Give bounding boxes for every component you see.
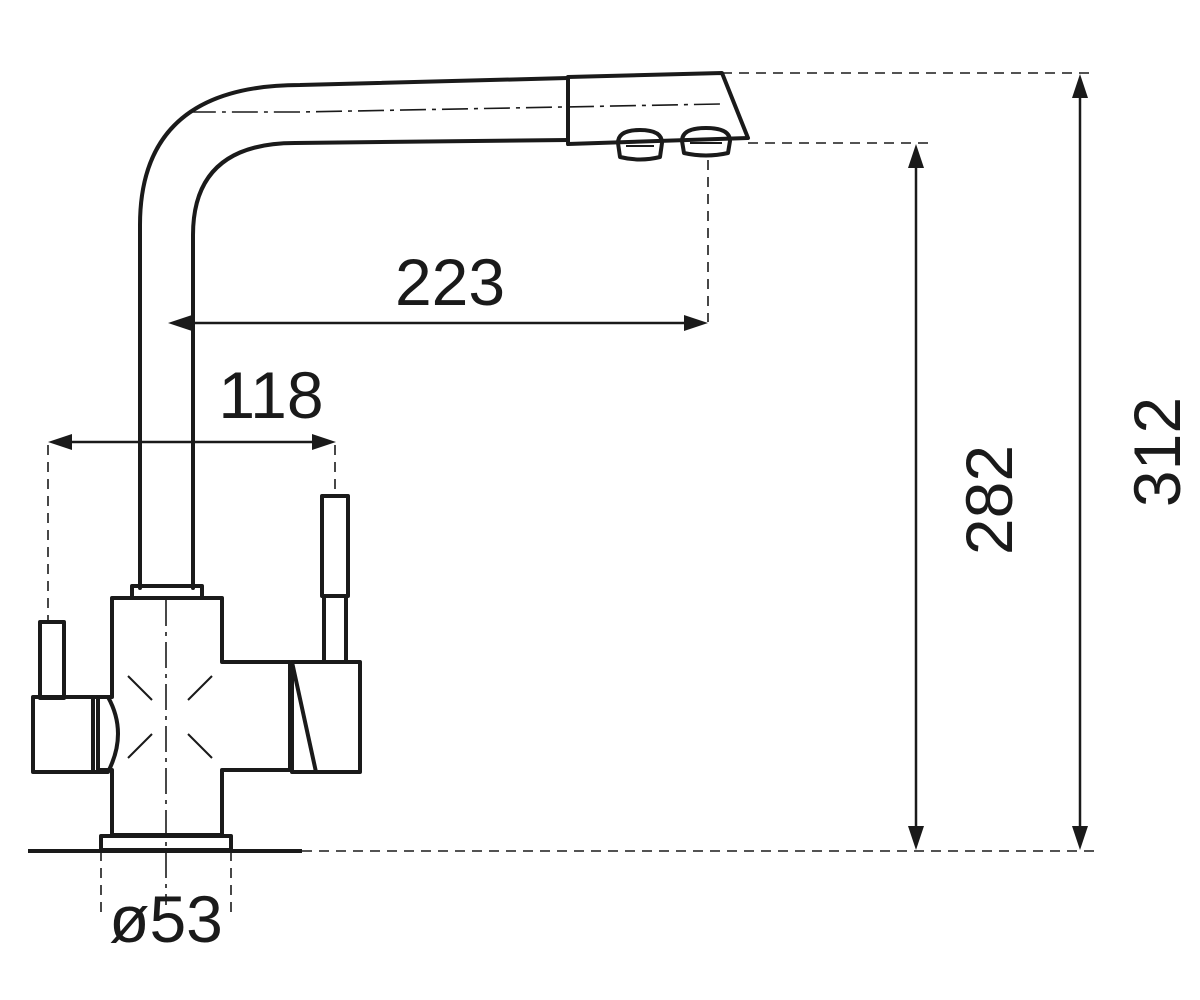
dimension-base-diameter: ø53 <box>109 882 223 956</box>
dimension-spout-reach: 223 <box>168 245 708 331</box>
dimension-label-base-diameter: ø53 <box>109 882 223 956</box>
spout-head <box>566 71 750 146</box>
right-handle-block <box>290 660 362 774</box>
outlet-nozzles <box>616 126 732 162</box>
right-handle-cap <box>290 660 318 774</box>
dimension-label-handle-span: 118 <box>218 358 323 432</box>
left-handle-block <box>31 695 95 774</box>
dimension-outlet-height: 282 <box>908 144 1026 850</box>
right-handle <box>290 494 362 774</box>
dimension-label-outlet-height: 282 <box>952 445 1026 555</box>
left-lever <box>38 620 66 700</box>
outlet-nozzle-left <box>616 128 664 162</box>
extension-lines <box>47 72 1096 912</box>
faucet-body <box>96 596 292 837</box>
left-handle <box>31 620 120 774</box>
spout-outer-contour <box>138 76 570 590</box>
dimension-label-spout-reach: 223 <box>395 245 505 319</box>
left-handle-cap <box>91 695 120 774</box>
body-hatch <box>127 675 213 759</box>
right-lever-top <box>320 494 350 598</box>
outlet-nozzle-right <box>680 126 732 158</box>
dimension-total-height: 312 <box>1072 74 1194 850</box>
right-lever-stem <box>322 594 348 664</box>
dimension-handle-span: 118 <box>48 358 336 450</box>
spout-axis-line <box>190 103 721 113</box>
faucet <box>28 71 750 905</box>
dimension-label-total-height: 312 <box>1120 397 1194 507</box>
spout-inner-contour <box>191 138 570 590</box>
